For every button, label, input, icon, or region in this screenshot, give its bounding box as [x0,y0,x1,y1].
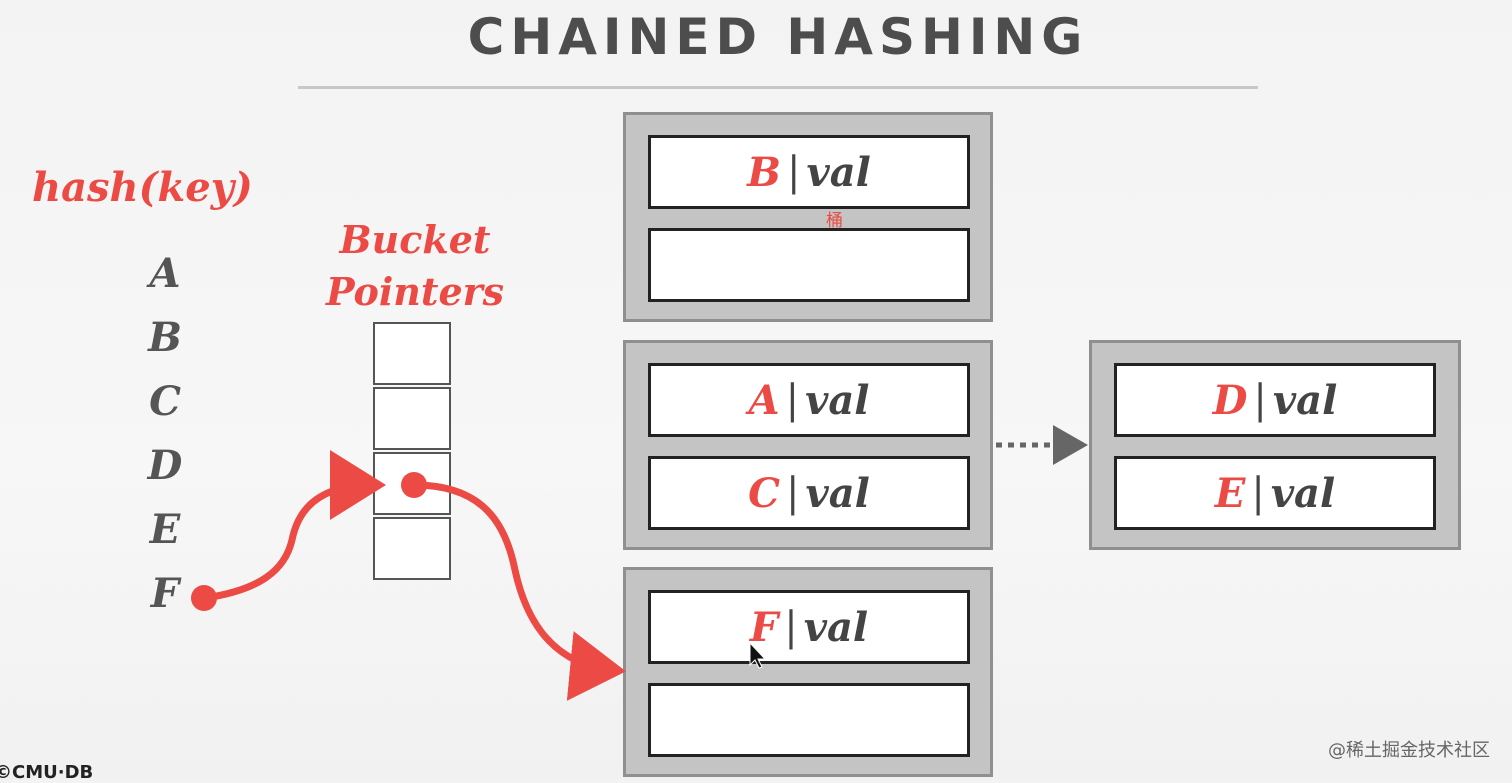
hash-function-label: hash(key) [32,164,253,211]
bucket-slot: F|val [648,590,970,664]
key-label: D [147,442,183,489]
bucket-pointers-label: Bucket Pointers [320,214,510,318]
bucket-pointer-array [373,322,455,582]
key-label: E [149,506,181,553]
slot-key: D [1212,376,1248,424]
bucket-pointer-slot [373,322,451,385]
bucket-slot: C|val [648,456,970,530]
slot-key: E [1214,469,1246,517]
hash-arrow-f-to-pointer [204,450,386,602]
bucket-slot: B|val [648,135,970,209]
slot-key: A [748,376,780,424]
slot-value: val [806,148,871,196]
bucket-3: F|val [623,567,993,777]
slot-key: F [749,603,779,651]
overflow-bucket: D|val E|val [1089,340,1461,550]
bucket-slot-empty [648,683,970,757]
pointer-origin-dot [401,472,427,498]
hash-arrow-origin-dot [191,585,217,611]
title-divider [298,86,1258,89]
slot-value: val [805,469,870,517]
watermark: @稀土掘金技术社区 [1328,740,1490,761]
slot-separator: | [784,604,798,650]
mouse-cursor-icon [749,641,767,669]
slide-title: CHAINED HASHING [467,8,1089,66]
bucket-pointers-label-line2: Pointers [325,269,505,314]
slot-key: C [748,469,780,517]
bucket-slot: A|val [648,363,970,437]
bucket-pointer-slot [373,517,451,580]
key-label: F [150,570,180,617]
pointer-arrow-to-bucket-3 [413,481,626,701]
slot-separator: | [785,377,800,423]
bucket-pointers-label-line1: Bucket [339,217,491,262]
annotation-text: 桶 [826,211,843,231]
slot-key: B [747,148,781,196]
footer-logo-text: ©CMU·DB [0,762,94,783]
bucket-1: B|val [623,112,993,322]
key-label: B [148,314,182,361]
bucket-slot: E|val [1114,456,1436,530]
key-label: C [149,378,181,425]
bucket-slot-empty [648,228,970,302]
slot-value: val [805,376,870,424]
bucket-pointer-slot [373,452,451,515]
slot-separator: | [786,470,800,516]
slot-value: val [1272,376,1338,424]
key-label: A [149,250,181,297]
bucket-2: A|val C|val [623,340,993,550]
slot-value: val [803,603,869,651]
bucket-slot: D|val [1114,363,1436,437]
slot-value: val [1270,469,1336,517]
bucket-pointer-slot [373,387,451,450]
slot-separator: | [786,149,801,195]
slot-separator: | [1251,470,1265,516]
slot-separator: | [1253,377,1267,423]
